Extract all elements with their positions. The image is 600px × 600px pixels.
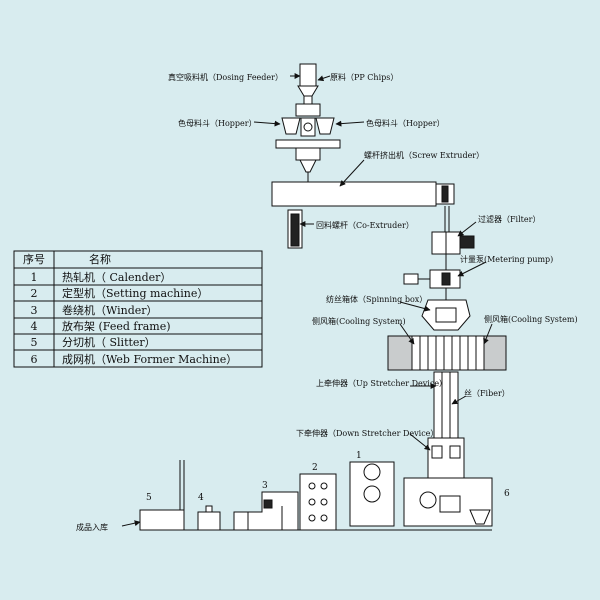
legend-table: 序号 名称 1 热轧机（ Calender） 2 定型机（Setting mac… (13, 250, 263, 368)
machine-number-label: 6 (504, 489, 510, 499)
table-row-name: 热轧机（ Calender） (62, 270, 171, 284)
table-row-no: 3 (31, 304, 38, 317)
machine-number-label: 3 (262, 481, 268, 491)
table-row-name: 成网机（Web Former Machine） (62, 352, 237, 366)
table-row-no: 4 (31, 320, 38, 333)
spinning-box (421, 299, 471, 331)
table-row-name: 放布架 (Feed frame) (62, 319, 171, 333)
pp-chips-label: 原料（PP Chips） (330, 72, 398, 82)
table-row-no: 2 (31, 287, 38, 300)
finished-product-label: 成品入库 (76, 522, 108, 532)
table-header-no: 序号 (23, 252, 45, 266)
machine-numbers: 1 2 3 4 5 6 (146, 451, 510, 503)
table-row-no: 1 (31, 271, 38, 284)
co-extruder (287, 209, 303, 249)
cooling-system (387, 335, 507, 371)
filter (431, 231, 475, 255)
filter-label: 过滤器（Filter） (478, 214, 540, 224)
winder-machine (233, 491, 299, 531)
calender-machine (349, 461, 395, 527)
machine-number-label: 4 (198, 493, 204, 503)
table-row-no: 5 (31, 336, 38, 349)
fiber-channel (427, 371, 465, 479)
cooling-right-label: 侧风箱(Cooling System) (484, 314, 578, 324)
table-row-name: 分切机（ Slitter） (62, 335, 156, 349)
setting-machine (299, 473, 337, 531)
hopper-right-label: 色母料斗（Hopper） (366, 118, 445, 128)
machine-number-label: 2 (312, 463, 318, 473)
screw-extruder-label: 螺杆挤出机（Screw Extruder） (364, 150, 484, 160)
machine-number-label: 1 (356, 451, 362, 461)
screw-extruder (271, 181, 455, 207)
hopper-left-label: 色母料斗（Hopper） (178, 118, 257, 128)
web-former-machine (403, 477, 493, 527)
metering-pump-label: 计量泵(Metering pump) (460, 254, 553, 264)
annotations: 真空吸料机（Dosing Feeder） 原料（PP Chips） 色母料斗（H… (76, 72, 578, 532)
fiber-label: 丝（Fiber） (464, 388, 510, 398)
table-row-no: 6 (31, 353, 38, 366)
table-row-name: 卷绕机（Winder） (62, 303, 158, 317)
leader-lines (121, 73, 493, 527)
dosing-feeder-label: 真空吸料机（Dosing Feeder） (168, 72, 283, 82)
machine-number-label: 5 (146, 493, 152, 503)
feed-frame (197, 505, 221, 531)
up-stretcher-label: 上牵伸器（Up Stretcher Device） (316, 378, 447, 388)
spinning-box-label: 纺丝箱体（Spinning box） (326, 294, 427, 304)
table-row-name: 定型机（Setting machine） (62, 286, 208, 300)
dosing-feeder (297, 63, 319, 105)
co-extruder-label: 回料螺杆（Co-Extruder） (316, 220, 414, 230)
table-header-name: 名称 (89, 252, 111, 266)
down-stretcher-label: 下牵伸器（Down Stretcher Device） (296, 428, 438, 438)
metering-pump (403, 269, 461, 289)
cooling-left-label: 侧风箱(Cooling System) (312, 316, 406, 326)
hopper-assembly (275, 103, 341, 182)
